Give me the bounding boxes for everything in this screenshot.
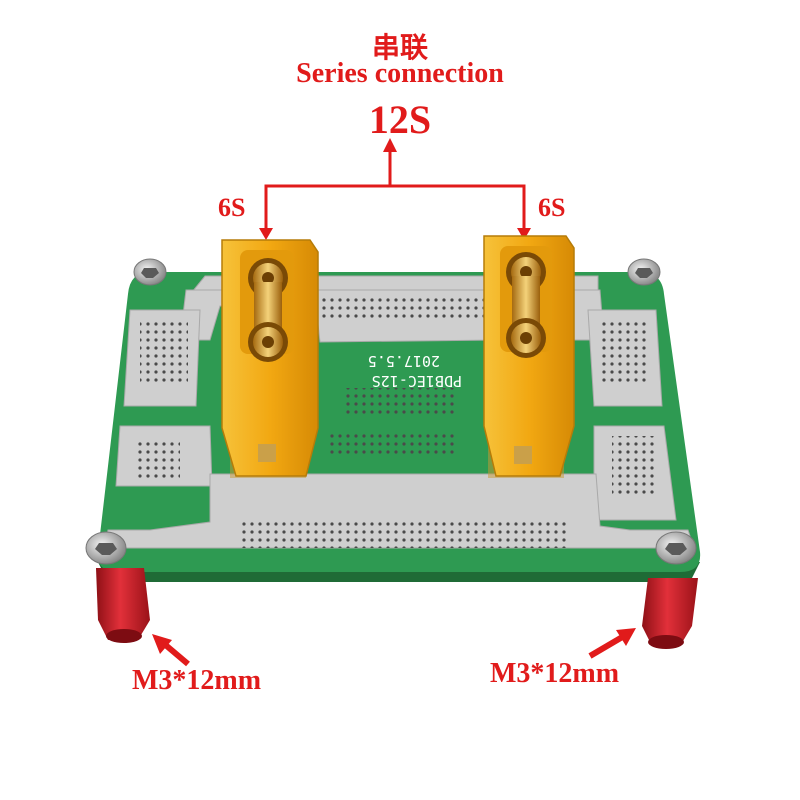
series-wire-diagram — [264, 150, 526, 232]
via-grid — [136, 294, 656, 548]
xt-connector-right — [483, 235, 575, 478]
total-config-label: 12S — [368, 97, 432, 142]
left-standoff-label: M3*12mm — [132, 665, 262, 696]
silkscreen: PDB1EC-12S 2017.5.5 — [368, 352, 462, 390]
wire-arrowheads — [259, 138, 531, 240]
screws — [85, 258, 697, 565]
left-connector-label: 6S — [218, 193, 246, 222]
right-connector-label: 6S — [538, 193, 566, 222]
standoffs — [96, 568, 698, 649]
title-english: Series connection — [296, 58, 504, 89]
silkscreen-line2: 2017.5.5 — [368, 352, 440, 370]
silkscreen-line1: PDB1EC-12S — [372, 372, 462, 390]
title-chinese: 串联 — [371, 31, 428, 64]
right-standoff-label: M3*12mm — [490, 658, 620, 689]
xt-connector-left — [221, 239, 319, 478]
standoff-arrows — [152, 628, 636, 667]
